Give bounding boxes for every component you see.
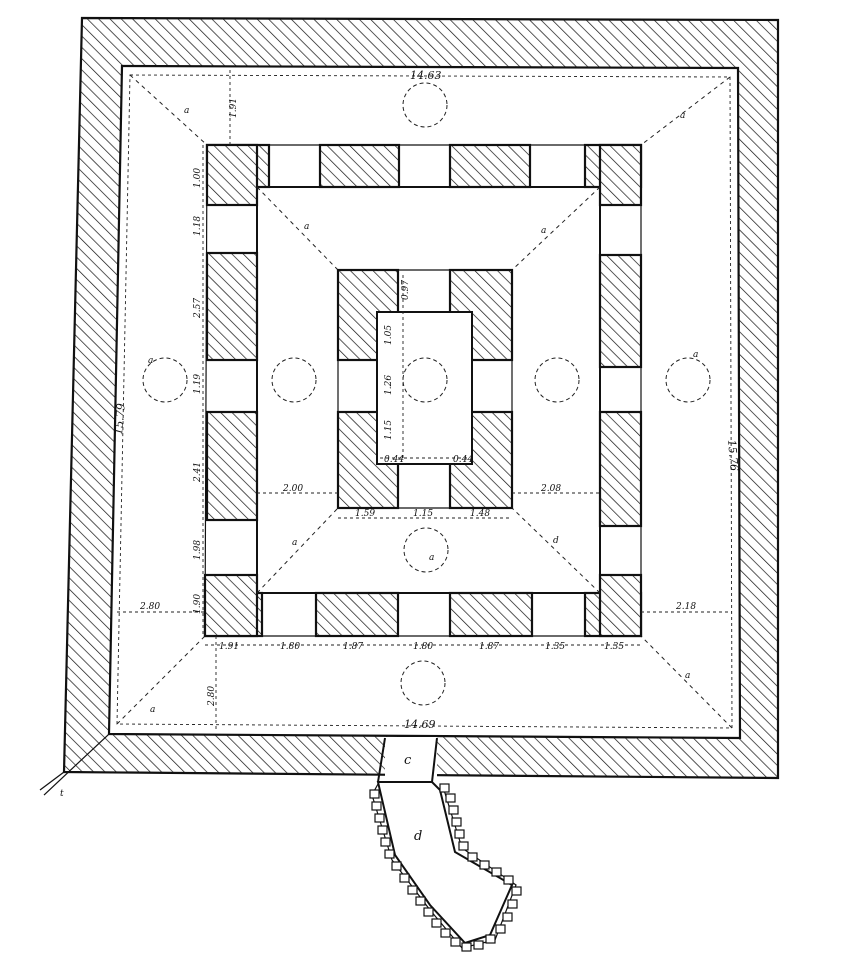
dim-left-col-2: 2.57 (193, 298, 203, 319)
dim-bottom-row-6: 1.35 (604, 642, 624, 652)
ridge-label-9: a (693, 350, 698, 360)
outer-dim-rect (116, 74, 733, 729)
ridge-label-5: a (150, 705, 155, 715)
winding-passage (369, 781, 522, 952)
dim-left-margin: 2.80 (139, 602, 160, 612)
outer-court-edge (108, 65, 741, 739)
dim-inner-bottom-0: 1.59 (355, 509, 375, 519)
dim-left-height: 15.79 (112, 403, 128, 436)
dim-top-margin: 1.91 (229, 98, 239, 118)
corridor-wall-left (377, 737, 386, 783)
ridge-label-10: a (429, 553, 434, 563)
dim-center-bottom-0: 0.44 (384, 455, 404, 465)
corridor-wall-right (431, 737, 438, 783)
dim-bottom-width: 14.69 (404, 718, 436, 731)
letter-bottom-left-mark: t (60, 789, 64, 799)
dim-inner-bottom-1: 1.15 (413, 509, 433, 519)
dim-bottom-row-5: 1.35 (545, 642, 565, 652)
ridge-label-7: d (553, 536, 559, 546)
middle-ring-outline (204, 144, 642, 637)
dim-middle-right: 2.08 (540, 484, 561, 494)
dim-center-col-1: 1.05 (384, 325, 394, 345)
dim-left-col-3: 1.19 (193, 374, 203, 394)
ridge-label-4: a (292, 538, 297, 548)
dim-left-col-1: 1.18 (193, 216, 203, 236)
dim-center-col-2: 1.26 (384, 375, 394, 395)
middle-ridges (256, 186, 601, 594)
dim-center-col-3: 1.15 (384, 420, 394, 440)
dim-bottom-margin: 2.80 (207, 686, 217, 707)
dim-left-col-0: 1.00 (193, 168, 203, 188)
letter-corridor: c (404, 753, 412, 768)
dim-bottom-row-3: 1.80 (413, 642, 433, 652)
dim-right-margin: 2.18 (675, 602, 696, 612)
dim-top-width: 14.63 (410, 69, 442, 82)
dim-bottom-row-2: 1.87 (343, 642, 363, 652)
dim-left-col-4: 2.41 (193, 462, 203, 483)
corner-line-1 (39, 771, 65, 791)
dim-bottom-row-4: 1.87 (479, 642, 499, 652)
letter-passage: d (414, 829, 422, 844)
dim-inner-bottom-2: 1.48 (470, 509, 490, 519)
dim-left-col-6: 1.90 (193, 594, 203, 614)
dim-middle-left: 2.00 (282, 484, 303, 494)
pillar-markers (142, 82, 711, 924)
dim-bottom-row-0: 1.91 (219, 642, 239, 652)
dim-center-bottom-1: 0.44 (453, 455, 473, 465)
ridge-label-8: a (148, 356, 153, 366)
inner-ring-outline (337, 269, 513, 509)
dim-bottom-row-1: 1.80 (280, 642, 300, 652)
middle-piers (203, 143, 643, 638)
ridge-label-2: a (304, 222, 309, 232)
dim-right-height: 15.76 (725, 439, 741, 472)
corridor-opening (385, 737, 437, 782)
dim-left-col-5: 1.98 (193, 540, 203, 560)
interior-dim-lines (117, 70, 732, 730)
ridge-label-3: a (541, 226, 546, 236)
ridge-label-0: a (184, 106, 189, 116)
corner-line-2 (43, 733, 110, 796)
ridge-label-6: a (685, 671, 690, 681)
outer-ridges (116, 74, 733, 729)
dim-center-col-0: 0.97 (401, 280, 411, 300)
ridge-label-1: a (680, 111, 685, 121)
